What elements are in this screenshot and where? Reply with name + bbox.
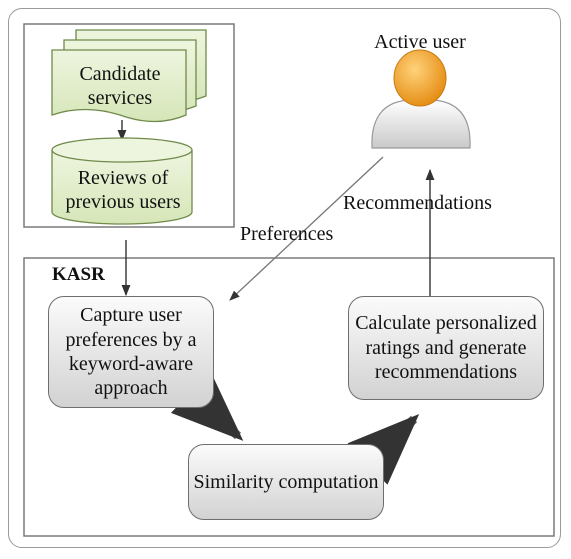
- preferences-label: Preferences: [240, 223, 334, 245]
- similarity-computation-box: Similarity computation: [188, 444, 384, 520]
- flow-arrow-similarity-to-calculate: [347, 413, 420, 485]
- active-user-icon: [371, 49, 471, 149]
- reviews-label: Reviews of previous users: [65, 167, 181, 213]
- reviews-database: [51, 137, 193, 225]
- calculate-ratings-box: Calculate personalized ratings and gener…: [348, 296, 544, 400]
- candidate-services-stack: [51, 29, 207, 123]
- kasr-label: KASR: [52, 264, 105, 285]
- candidate-services-label: Candidate services: [79, 63, 161, 109]
- recommendations-label: Recommendations: [343, 192, 492, 214]
- arrow-user-to-capture: [229, 156, 384, 301]
- flow-arrow-capture-to-similarity: [170, 370, 244, 441]
- capture-preferences-box: Capture user preferences by a keyword-aw…: [48, 296, 214, 408]
- active-user-label: Active user: [374, 31, 466, 53]
